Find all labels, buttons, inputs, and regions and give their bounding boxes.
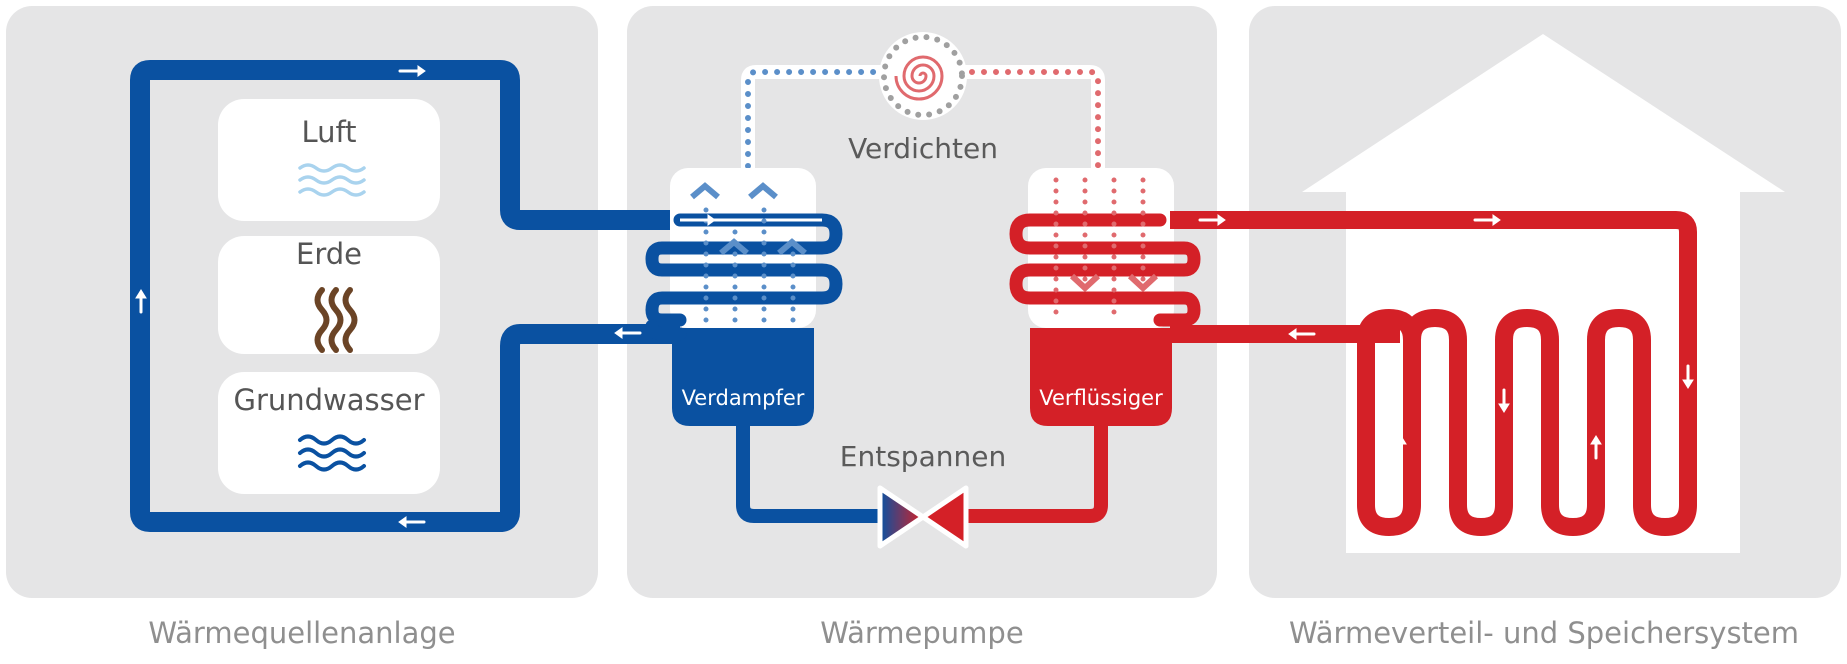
expansion-pipe-cold: [736, 426, 885, 523]
condenser-vapor-dots: [1053, 177, 1146, 323]
earth-squiggle-icon: [314, 287, 358, 353]
arrow-left-icon: [614, 327, 642, 339]
arrow-up-icon: [135, 289, 147, 314]
evaporator-up-chevrons: [690, 182, 807, 256]
air-waves-icon: [298, 163, 366, 197]
distribution-supply-pipe: [1170, 211, 1697, 505]
flow-arrows: [135, 65, 1694, 528]
house-shape: [1302, 34, 1785, 553]
source-section-caption: Wärmequellenanlage: [148, 616, 455, 650]
groundwater-waves-icon: [298, 434, 366, 472]
arrow-up-icon: [1590, 435, 1602, 460]
expansion-pipe-hot: [960, 426, 1108, 523]
arrow-down-icon: [1682, 364, 1694, 389]
arrow-up-icon: [1395, 435, 1407, 460]
expand-label: Entspannen: [840, 440, 1006, 473]
condenser-coil: [1009, 213, 1201, 327]
pump-panel: [627, 6, 1217, 598]
arrow-left-icon: [1288, 328, 1316, 340]
air-source-box: [218, 99, 440, 221]
arrow-left-icon: [398, 516, 426, 528]
arrow-down-icon: [1498, 388, 1510, 413]
groundwater-label: Grundwasser: [233, 383, 424, 417]
condenser-body: [1030, 328, 1172, 426]
compress-label: Verdichten: [848, 132, 998, 165]
condenser-down-chevrons: [1069, 273, 1159, 293]
condenser-label: Verflüssiger: [1039, 386, 1163, 410]
arrow-right-icon: [1198, 214, 1226, 226]
arrow-right-icon: [1473, 214, 1501, 226]
distribution-section-caption: Wärmeverteil- und Speichersystem: [1289, 616, 1799, 650]
arrow-right-icon: [688, 214, 716, 226]
groundwater-source-box: [218, 372, 440, 494]
earth-source-box: [218, 236, 440, 354]
floor-heating-coil: [1357, 309, 1697, 536]
evaporator-body: [672, 328, 814, 426]
expansion-valve-icon: [877, 485, 969, 549]
evaporator-label: Verdampfer: [682, 386, 805, 410]
evaporator-coil: [645, 213, 843, 341]
air-label: Luft: [301, 115, 356, 149]
pump-section-caption: Wärmepumpe: [820, 616, 1023, 650]
arrow-right-icon: [398, 65, 426, 77]
compressor-icon: [879, 32, 967, 120]
earth-label: Erde: [296, 237, 362, 271]
